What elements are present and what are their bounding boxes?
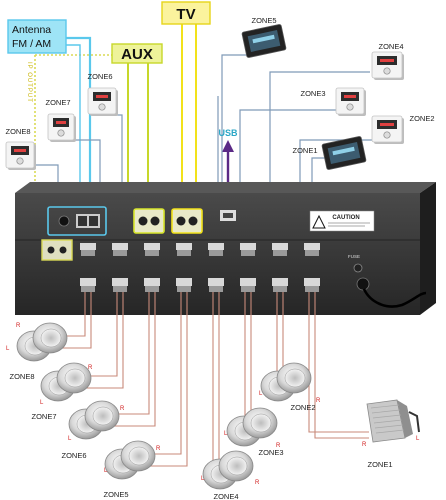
zone-controller-label: ZONE5	[251, 16, 276, 25]
tv-input	[171, 208, 203, 234]
zone-control-terminal	[272, 243, 288, 256]
zone-control-terminal	[112, 243, 128, 256]
zone-controller: ZONE2	[371, 114, 435, 144]
aux-input	[133, 208, 165, 234]
left-channel-label: L	[40, 400, 44, 406]
zone-controller: ZONE4	[371, 42, 404, 80]
left-channel-label: L	[224, 431, 228, 437]
speaker-terminals	[80, 278, 320, 292]
speaker-zone-label: ZONE6	[61, 451, 86, 460]
zone-controller-label: ZONE7	[45, 98, 70, 107]
fuse-holder	[353, 263, 363, 273]
caution-label: CAUTION	[309, 210, 375, 232]
antenna-label-line2: FM / AM	[12, 38, 51, 50]
zone-control-terminal	[240, 243, 256, 256]
zone-control-terminal	[208, 243, 224, 256]
speaker-zone-label: ZONE2	[290, 403, 315, 412]
zone-controller-label: ZONE8	[5, 127, 30, 136]
right-channel-label: R	[255, 480, 260, 486]
speaker: ZONE7 L R	[31, 362, 93, 421]
zone-controller-label: ZONE3	[300, 89, 325, 98]
ip-output-port	[41, 239, 73, 261]
fuse-label: FUSE	[348, 254, 360, 259]
zone-control-terminal	[176, 243, 192, 256]
speaker: ZONE8 L R	[6, 322, 68, 381]
speaker-zone-label: ZONE5	[103, 490, 128, 499]
right-channel-label: R	[88, 365, 93, 371]
aux-label: AUX	[111, 43, 163, 64]
usb-label: USB	[218, 128, 238, 138]
speaker: ZONE2 L R	[259, 362, 321, 412]
tv-wire	[181, 24, 197, 210]
speaker: ZONE6 L R	[61, 400, 125, 460]
zone-control-terminals	[80, 243, 320, 256]
zone-controller: ZONE6	[87, 72, 118, 116]
left-channel-label: L	[416, 436, 420, 442]
left-channel-label: L	[6, 346, 10, 352]
antenna-label-line1: Antenna	[12, 24, 51, 36]
speaker: ZONE4 L R	[201, 450, 260, 500]
usb-port	[220, 210, 236, 221]
power-inlet	[356, 277, 370, 291]
left-channel-label: L	[68, 436, 72, 442]
speaker-zone-label: ZONE7	[31, 412, 56, 421]
zone-control-terminal	[144, 243, 160, 256]
speakers: ZONE8LRZONE7LRZONE6LRZONE5LRZONE4LRZONE3…	[6, 322, 420, 500]
zone-control-terminal	[80, 243, 96, 256]
speaker-terminal	[240, 278, 256, 292]
right-channel-label: R	[120, 406, 125, 412]
speaker-wires	[56, 292, 369, 477]
speaker: ZONE1 L R	[362, 399, 420, 469]
speaker-terminal	[304, 278, 320, 292]
ip-output-label: IP OUTPUT	[26, 62, 32, 103]
zone-controller: ZONE5	[241, 16, 287, 58]
zone-controller-label: ZONE4	[378, 42, 403, 51]
left-channel-label: L	[259, 391, 263, 397]
speaker-terminal	[176, 278, 192, 292]
speaker-zone-label: ZONE1	[367, 460, 392, 469]
tv-label: TV	[161, 1, 211, 25]
amplifier: CAUTION FUSE	[15, 182, 436, 315]
zone-controller: ZONE3	[300, 87, 366, 116]
right-channel-label: R	[156, 446, 161, 452]
speaker-terminal	[112, 278, 128, 292]
antenna-label: Antenna FM / AM	[7, 19, 67, 54]
aux-label-text: AUX	[121, 46, 153, 63]
zone-controller-label: ZONE2	[409, 114, 434, 123]
speaker-terminal	[144, 278, 160, 292]
speaker-zone-label: ZONE8	[9, 372, 34, 381]
zone-controller-label: ZONE1	[292, 146, 317, 155]
right-channel-label: R	[316, 398, 321, 404]
left-channel-label: L	[201, 476, 205, 482]
antenna-input	[47, 206, 107, 236]
zone-control-terminal	[304, 243, 320, 256]
speaker-terminal	[272, 278, 288, 292]
speaker: ZONE3 L R	[224, 407, 284, 457]
zone-controller-label: ZONE6	[87, 72, 112, 81]
speaker-terminal	[80, 278, 96, 292]
zone-controller: ZONE1	[292, 136, 367, 170]
right-channel-label: R	[362, 442, 367, 448]
right-channel-label: R	[16, 323, 21, 329]
zone-controller: ZONE7	[45, 98, 76, 142]
zone-controller: ZONE8	[5, 127, 36, 170]
speaker: ZONE5 L R	[103, 440, 161, 499]
caution-text: CAUTION	[332, 215, 359, 221]
speaker-zone-label: ZONE3	[258, 448, 283, 457]
power-cord	[362, 288, 427, 308]
tv-label-text: TV	[176, 6, 195, 23]
speaker-terminal	[208, 278, 224, 292]
right-channel-label: R	[276, 443, 281, 449]
left-channel-label: L	[104, 468, 108, 474]
speaker-zone-label: ZONE4	[213, 492, 238, 500]
